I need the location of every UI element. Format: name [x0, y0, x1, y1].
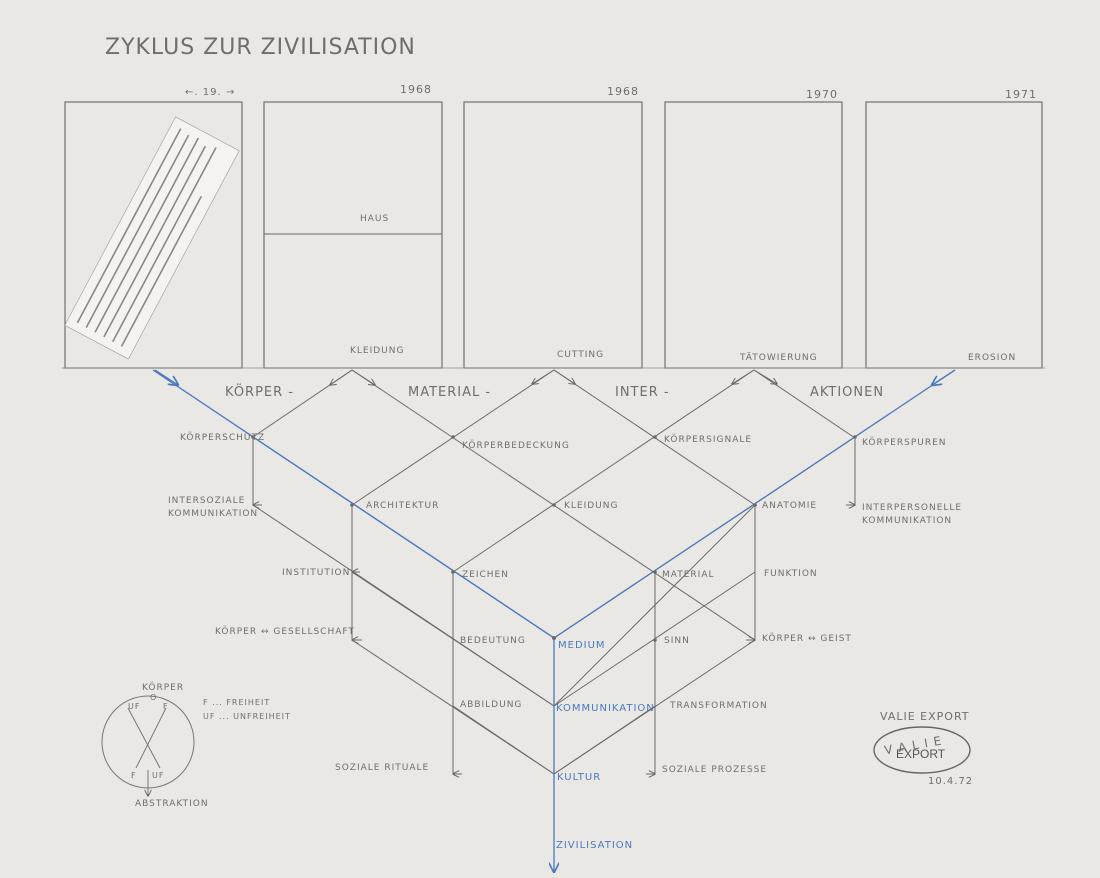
- panel-3: 1968 CUTTING: [463, 85, 643, 369]
- panel-year: 1968: [400, 83, 432, 96]
- artist-stamp: [873, 726, 971, 774]
- label-transformation: TRANSFORMATION: [669, 701, 768, 711]
- label-koerperschutz: KÖRPERSCHUTZ: [180, 432, 265, 443]
- label-intersoziale-2: KOMMUNIKATION: [168, 509, 258, 519]
- panel-2: 1968 HAUS KLEIDUNG: [263, 83, 443, 369]
- axis-label-medium: MEDIUM: [558, 640, 606, 651]
- label-soziale-rituale: SOZIALE RITUALE: [335, 763, 429, 773]
- isometric-grid: [253, 369, 855, 774]
- panel-4: 1970 TÄTOWIERUNG: [664, 88, 843, 369]
- label-architektur: ARCHITEKTUR: [366, 501, 439, 511]
- panel-year: 1970: [806, 88, 838, 101]
- label-sinn: SINN: [664, 636, 690, 646]
- label-koerper-gesellschaft: KÖRPER ↔ GESELLSCHAFT: [215, 626, 355, 637]
- axis-label-zivilisation: ZIVILISATION: [556, 840, 633, 851]
- legend-key-uf: UF ... UNFREIHEIT: [203, 712, 291, 721]
- panel-1: ←. 19. →: [64, 87, 243, 369]
- banner-word: INTER -: [615, 385, 670, 400]
- label-funktion: FUNKTION: [764, 569, 818, 579]
- legend-f-top: F: [163, 702, 169, 711]
- legend-uf-top: UF: [128, 702, 140, 711]
- panel-label: TÄTOWIERUNG: [739, 352, 818, 363]
- label-koerpersignale: KÖRPERSIGNALE: [664, 434, 752, 445]
- panel-inner-label: HAUS: [360, 214, 389, 224]
- label-koerperspuren: KÖRPERSPUREN: [862, 437, 947, 448]
- panel-label: CUTTING: [557, 350, 604, 360]
- panel-label: KLEIDUNG: [350, 346, 404, 356]
- newspaper-clipping: [64, 116, 240, 360]
- label-soziale-prozesse: SOZIALE PROZESSE: [662, 765, 767, 775]
- label-anatomie: ANATOMIE: [762, 501, 817, 511]
- label-zeichen: ZEICHEN: [462, 570, 509, 580]
- label-koerper-geist: KÖRPER ↔ GEIST: [762, 633, 852, 644]
- grid-nodes: [251, 435, 857, 642]
- legend-o: O: [150, 693, 157, 702]
- label-intersoziale-1: INTERSOZIALE: [168, 496, 245, 506]
- legend-top: KÖRPER: [142, 682, 184, 693]
- legend-bottom: ABSTRAKTION: [135, 799, 209, 809]
- signature-date: 10.4.72: [928, 776, 973, 787]
- label-koerperbedeckung: KÖRPERBEDECKUNG: [462, 440, 570, 451]
- legend-uf-bottom: UF: [152, 771, 164, 780]
- axis-label-kultur: KULTUR: [557, 772, 601, 783]
- banner-word: KÖRPER -: [225, 383, 294, 400]
- freedom-legend: KÖRPER O UF F F UF ABSTRAKTION F ... FRE…: [101, 682, 291, 809]
- label-interpersonelle-2: KOMMUNIKATION: [862, 516, 952, 526]
- label-abbildung: ABBILDUNG: [460, 700, 522, 710]
- banner-word: AKTIONEN: [810, 385, 884, 400]
- legend-key-f: F ... FREIHEIT: [203, 698, 270, 707]
- stamp-bottom: EXPORT: [896, 747, 946, 761]
- label-institution: INSTITUTION: [282, 568, 350, 578]
- signature-block: VALIE EXPORT V A L I E EXPORT 10.4.72: [873, 710, 973, 787]
- panel-year: 1968: [607, 85, 639, 98]
- axis-label-kommunikation: KOMMUNIKATION: [556, 703, 655, 714]
- label-kleidung: KLEIDUNG: [564, 501, 618, 511]
- banner-word: MATERIAL -: [408, 385, 491, 400]
- panel-5: 1971 EROSION: [865, 88, 1043, 369]
- legend-f-bottom: F: [131, 771, 137, 780]
- panel-label: EROSION: [968, 353, 1016, 363]
- label-material: MATERIAL: [662, 570, 715, 580]
- signature-name: VALIE EXPORT: [880, 710, 970, 723]
- panel-year: ←. 19. →: [185, 87, 235, 98]
- panel-year: 1971: [1005, 88, 1037, 101]
- label-interpersonelle-1: INTERPERSONELLE: [862, 503, 962, 513]
- page-title: ZYKLUS ZUR ZIVILISATION: [105, 35, 416, 60]
- label-bedeutung: BEDEUTUNG: [460, 636, 526, 646]
